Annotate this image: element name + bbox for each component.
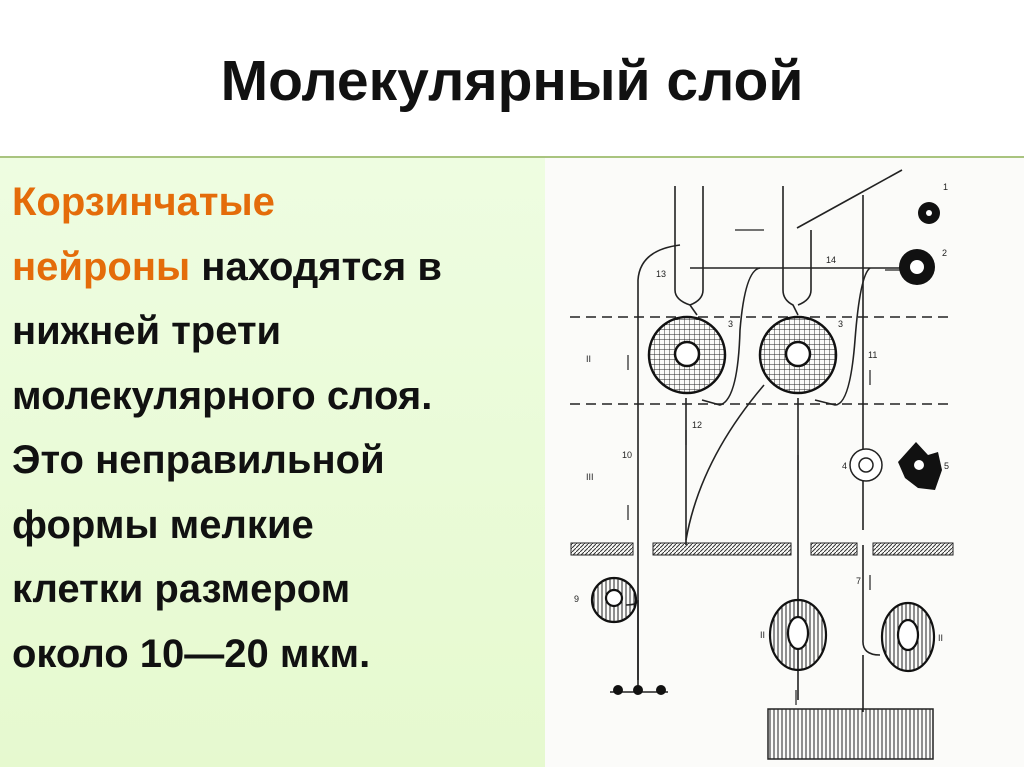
svg-text:1: 1 bbox=[943, 182, 948, 192]
slide-title: Молекулярный слой bbox=[220, 49, 804, 113]
svg-text:7: 7 bbox=[856, 576, 861, 586]
svg-text:9: 9 bbox=[574, 594, 579, 604]
white-matter-boundary bbox=[570, 542, 954, 556]
svg-text:II: II bbox=[760, 630, 765, 640]
svg-text:10: 10 bbox=[622, 450, 632, 460]
svg-text:4: 4 bbox=[842, 461, 847, 471]
svg-text:II: II bbox=[586, 354, 591, 364]
term-basket: Корзинчатые bbox=[12, 180, 275, 224]
body-line: около 10—20 мкм. bbox=[12, 631, 371, 676]
body-line: Это неправильной bbox=[12, 438, 385, 482]
svg-text:3: 3 bbox=[728, 319, 733, 329]
stellate-cell bbox=[849, 202, 942, 490]
body-line: клетки размером bbox=[12, 567, 351, 611]
svg-text:13: 13 bbox=[656, 269, 666, 279]
body-line: находятся в bbox=[190, 244, 442, 289]
granule-cell bbox=[590, 576, 936, 673]
svg-text:3: 3 bbox=[838, 319, 843, 329]
text-panel bbox=[0, 158, 545, 767]
nucleus-block bbox=[767, 708, 934, 760]
svg-text:11: 11 bbox=[868, 350, 877, 360]
term-neurons: нейроны bbox=[12, 244, 191, 289]
svg-text:II: II bbox=[938, 633, 943, 643]
body-line: нижней трети bbox=[12, 309, 282, 353]
svg-text:5: 5 bbox=[944, 461, 949, 471]
header-divider bbox=[0, 156, 1024, 158]
slide-header: Молекулярный слой bbox=[0, 0, 1024, 156]
mossy-terminal bbox=[613, 685, 666, 695]
svg-text:2: 2 bbox=[942, 248, 947, 258]
body-line: молекулярного слоя. bbox=[12, 373, 433, 418]
body-text: Корзинчатые нейроны находятся в нижней т… bbox=[12, 170, 442, 686]
svg-text:12: 12 bbox=[692, 420, 702, 430]
purkinje-cell bbox=[647, 315, 838, 395]
svg-text:14: 14 bbox=[826, 255, 836, 265]
svg-text:III: III bbox=[586, 472, 594, 482]
diagram-labels: 1 2 3 3 13 14 II 11 12 10 III 4 5 7 9 II… bbox=[574, 182, 949, 643]
body-line: формы мелкие bbox=[12, 502, 314, 547]
